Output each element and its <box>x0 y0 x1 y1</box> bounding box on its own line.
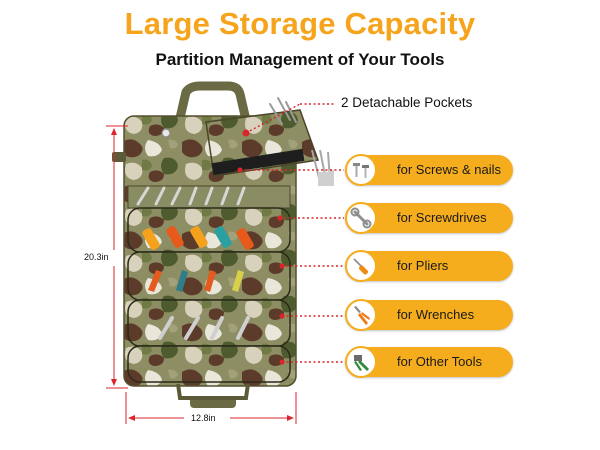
page-subtitle: Partition Management of Your Tools <box>155 50 445 69</box>
feature-wrenches: for Wrenches <box>345 299 513 331</box>
screws-icon <box>345 154 377 186</box>
width-dimension-label: 12.8in <box>191 413 216 423</box>
feature-label: for Screws & nails <box>397 162 502 177</box>
pliers-icon <box>345 299 377 331</box>
feature-label: for Other Tools <box>397 354 483 369</box>
crimper-icon <box>345 346 377 378</box>
feature-pliers: for Pliers <box>345 250 513 282</box>
screwdriver-icon <box>345 250 377 282</box>
feature-screws-nails: for Screws & nails <box>345 154 513 186</box>
feature-other-tools: for Other Tools <box>345 346 513 378</box>
feature-label: for Screwdrives <box>397 210 487 225</box>
feature-screwdrives: for Screwdrives <box>345 202 513 234</box>
height-dimension-label: 20.3in <box>84 252 109 262</box>
detachable-pockets-label: 2 Detachable Pockets <box>341 95 473 110</box>
feature-label: for Wrenches <box>397 307 475 322</box>
page-title: Large Storage Capacity <box>124 6 476 41</box>
wrench-icon <box>345 202 377 234</box>
feature-label: for Pliers <box>397 258 449 273</box>
